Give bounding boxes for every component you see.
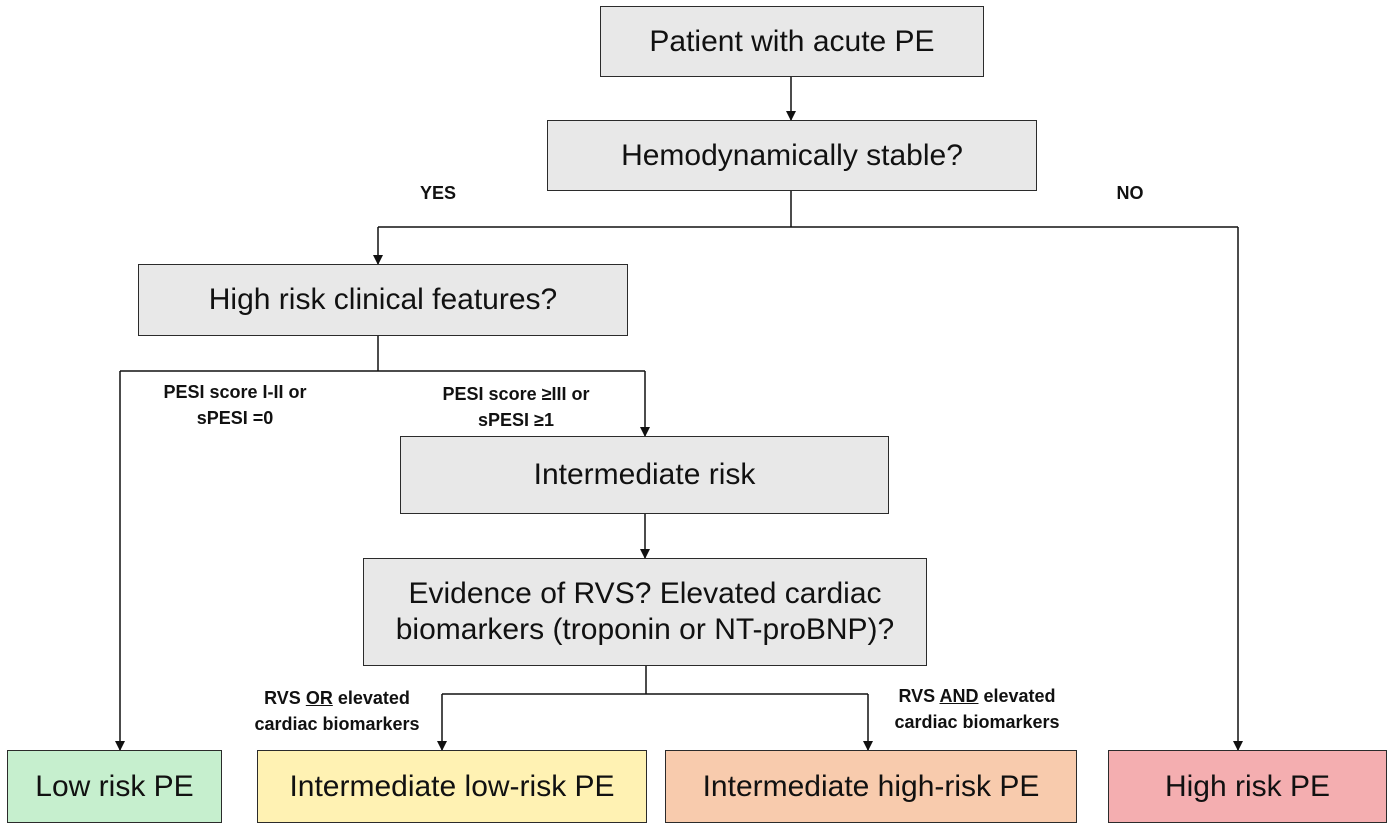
- hemodynamic-stable-box: Hemodynamically stable?: [547, 120, 1037, 191]
- intermediate-risk-text: Intermediate risk: [533, 458, 756, 491]
- no-label: NO: [1116, 183, 1144, 203]
- connector-high-risk-features-split: [120, 336, 645, 372]
- high-risk-features-text: High risk clinical features?: [208, 283, 558, 316]
- rvs-or-label: RVS OR elevated cardiac biomarkers: [237, 685, 437, 737]
- high-risk-features-box: High risk clinical features?: [138, 264, 628, 336]
- intermediate-high-risk-pe-text: Intermediate high-risk PE: [702, 769, 1040, 803]
- and-keyword: AND: [939, 686, 979, 706]
- patient-box: Patient with acute PE: [600, 6, 984, 77]
- pesi-high-label: PESI score ≥III or sPESI ≥1: [416, 381, 616, 433]
- or-keyword: OR: [305, 688, 333, 708]
- low-risk-pe-text: Low risk PE: [35, 769, 194, 803]
- rvs-or-line1: RVS OR elevated: [264, 688, 410, 708]
- evidence-text-line2: biomarkers (troponin or NT-proBNP)?: [395, 613, 895, 646]
- intermediate-low-risk-pe-box: Intermediate low-risk PE: [257, 750, 647, 823]
- connector-hemodynamic-split: [378, 191, 1238, 228]
- rvs-and-line2: cardiac biomarkers: [894, 712, 1060, 732]
- evidence-rvs-box: Evidence of RVS? Elevated cardiac biomar…: [363, 558, 927, 666]
- connector-evidence-split: [442, 666, 868, 695]
- rvs-or-line2: cardiac biomarkers: [254, 714, 420, 734]
- rvs-and-line1: RVS AND elevated: [898, 686, 1056, 706]
- pesi-high-line2: sPESI ≥1: [478, 410, 554, 430]
- pesi-low-line2: sPESI =0: [196, 408, 274, 428]
- pesi-low-label: PESI score I-II or sPESI =0: [140, 379, 330, 431]
- intermediate-risk-box: Intermediate risk: [400, 436, 889, 514]
- rvs-and-label: RVS AND elevated cardiac biomarkers: [877, 683, 1077, 735]
- pesi-high-line1: PESI score ≥III or: [442, 384, 590, 404]
- low-risk-pe-box: Low risk PE: [7, 750, 222, 823]
- intermediate-low-risk-pe-text: Intermediate low-risk PE: [289, 769, 615, 803]
- hemodynamic-text: Hemodynamically stable?: [621, 138, 963, 172]
- patient-text: Patient with acute PE: [649, 24, 935, 58]
- intermediate-high-risk-pe-box: Intermediate high-risk PE: [665, 750, 1077, 823]
- high-risk-pe-text: High risk PE: [1164, 769, 1331, 803]
- yes-label: YES: [419, 183, 457, 203]
- pesi-low-line1: PESI score I-II or: [163, 382, 307, 402]
- high-risk-pe-box: High risk PE: [1108, 750, 1387, 823]
- evidence-text-line1: Evidence of RVS? Elevated cardiac: [408, 577, 882, 610]
